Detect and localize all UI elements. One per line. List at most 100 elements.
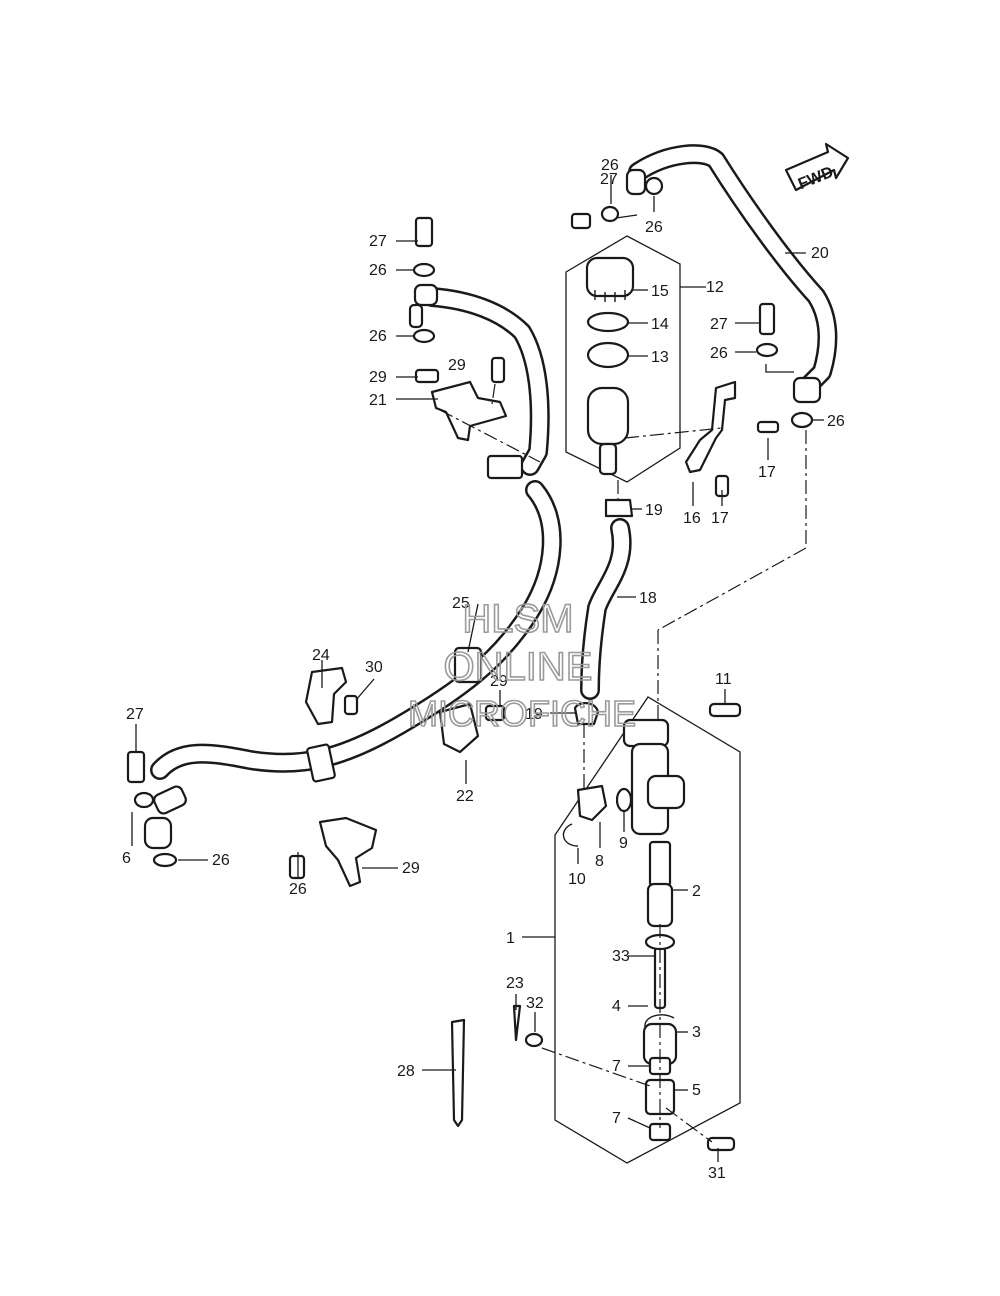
spring [648, 840, 672, 888]
watermark: HLSM ONLINE MICROFICHE [407, 596, 637, 735]
callouts: 26 27 26 20 27 26 12 15 14 13 26 29 27 2… [122, 157, 845, 1182]
callout-14: 14 [651, 316, 669, 333]
callout-30: 30 [365, 659, 383, 676]
callout-5: 5 [692, 1082, 701, 1099]
callout-28: 28 [397, 1063, 415, 1080]
cap-plate [586, 311, 630, 333]
callout-8: 8 [595, 853, 604, 870]
cable-tie [450, 1018, 466, 1128]
washer [412, 328, 436, 344]
callout-18: 18 [639, 590, 657, 607]
master-cylinder-body [622, 718, 686, 836]
watermark-line-2: ONLINE [444, 645, 593, 689]
diaphragm [586, 341, 630, 369]
hose-end-fitting [413, 283, 439, 307]
callout-23: 29 [402, 860, 420, 877]
callout-10: 10 [568, 871, 586, 888]
cotter-pin [512, 1004, 522, 1042]
callout-26: 26 [645, 219, 663, 236]
callout-17: 17 [711, 510, 729, 527]
callout-4: 4 [612, 998, 621, 1015]
hose-clamp [486, 454, 524, 480]
bolt [288, 854, 306, 880]
callout-27: 27 [600, 171, 618, 188]
bolt [414, 368, 440, 384]
bolt [756, 420, 780, 434]
banjo-bolt [414, 216, 434, 248]
reservoir-bracket [684, 380, 737, 474]
watermark-line-1: HLSM [462, 597, 573, 641]
callout-17: 17 [758, 464, 776, 481]
bolt [484, 704, 506, 722]
forward-arrow: FWD [784, 142, 850, 193]
master-cylinder-group-box [554, 696, 741, 1164]
callout-21: 21 [369, 392, 387, 409]
o-ring [615, 787, 633, 813]
callout-15: 15 [651, 283, 669, 300]
callout-26: 26 [827, 413, 845, 430]
callout-24: 24 [312, 647, 330, 664]
callout-1: 1 [506, 930, 515, 947]
hose-clamp [306, 743, 336, 783]
callout-9: 9 [619, 835, 628, 852]
watermark-line-3: MICROFICHE [408, 693, 636, 734]
bracket [304, 666, 348, 726]
bolt [708, 702, 742, 718]
piston [646, 882, 674, 928]
bolt [490, 356, 506, 384]
callout-20: 20 [811, 245, 829, 262]
callout-33: 23 [506, 975, 524, 992]
callout-26: 26 [369, 262, 387, 279]
hose-end-fitting [408, 303, 424, 329]
callout-27: 27 [710, 316, 728, 333]
callout-27: 27 [369, 233, 387, 250]
callout-22: 22 [456, 788, 474, 805]
hose-end-fitting [153, 785, 187, 815]
hose-end-fitting [792, 376, 822, 404]
reservoir-group-box [565, 235, 681, 483]
callout-29: 29 [369, 369, 387, 386]
callout-19: 19 [645, 502, 663, 519]
hose-clip [604, 498, 634, 518]
joint-pin [706, 1136, 736, 1152]
callout-6: 33 [612, 948, 630, 965]
washer [133, 791, 155, 809]
callout-31: 31 [708, 1165, 726, 1182]
callout-29: 26 [289, 881, 307, 898]
banjo-bolt [126, 750, 146, 784]
callout-26: 26 [710, 345, 728, 362]
washer [790, 411, 814, 429]
callout-7: 7 [612, 1058, 621, 1075]
callout-29: 29 [490, 673, 508, 690]
hose-end-fitting [143, 816, 173, 850]
callout-26: 6 [122, 850, 131, 867]
circlip [562, 823, 579, 847]
washer [600, 205, 620, 223]
washer [755, 342, 779, 358]
callout-19: 19 [525, 706, 543, 723]
washer [152, 852, 178, 868]
hose-end-fitting [625, 168, 647, 196]
callout-25: 25 [452, 595, 470, 612]
callout-27: 27 [126, 706, 144, 723]
callout-29: 29 [448, 357, 466, 374]
washer [644, 176, 664, 196]
callout-26: 26 [601, 157, 619, 174]
callout-26: 26 [212, 852, 230, 869]
banjo-bolt [758, 302, 776, 336]
bolt [343, 694, 359, 716]
callout-26: 26 [369, 328, 387, 345]
callout-13: 13 [651, 349, 669, 366]
callout-11: 11 [715, 671, 732, 688]
callout-2: 2 [692, 883, 701, 900]
reservoir-body [586, 386, 630, 476]
hose-clamp [453, 646, 483, 684]
callout-7: 7 [612, 1110, 621, 1127]
callout-12: 12 [706, 279, 724, 296]
bracket [318, 816, 378, 888]
washer [524, 1032, 544, 1048]
bracket [438, 702, 480, 754]
banjo-bolt [570, 212, 592, 230]
reservoir-cap [585, 256, 635, 302]
